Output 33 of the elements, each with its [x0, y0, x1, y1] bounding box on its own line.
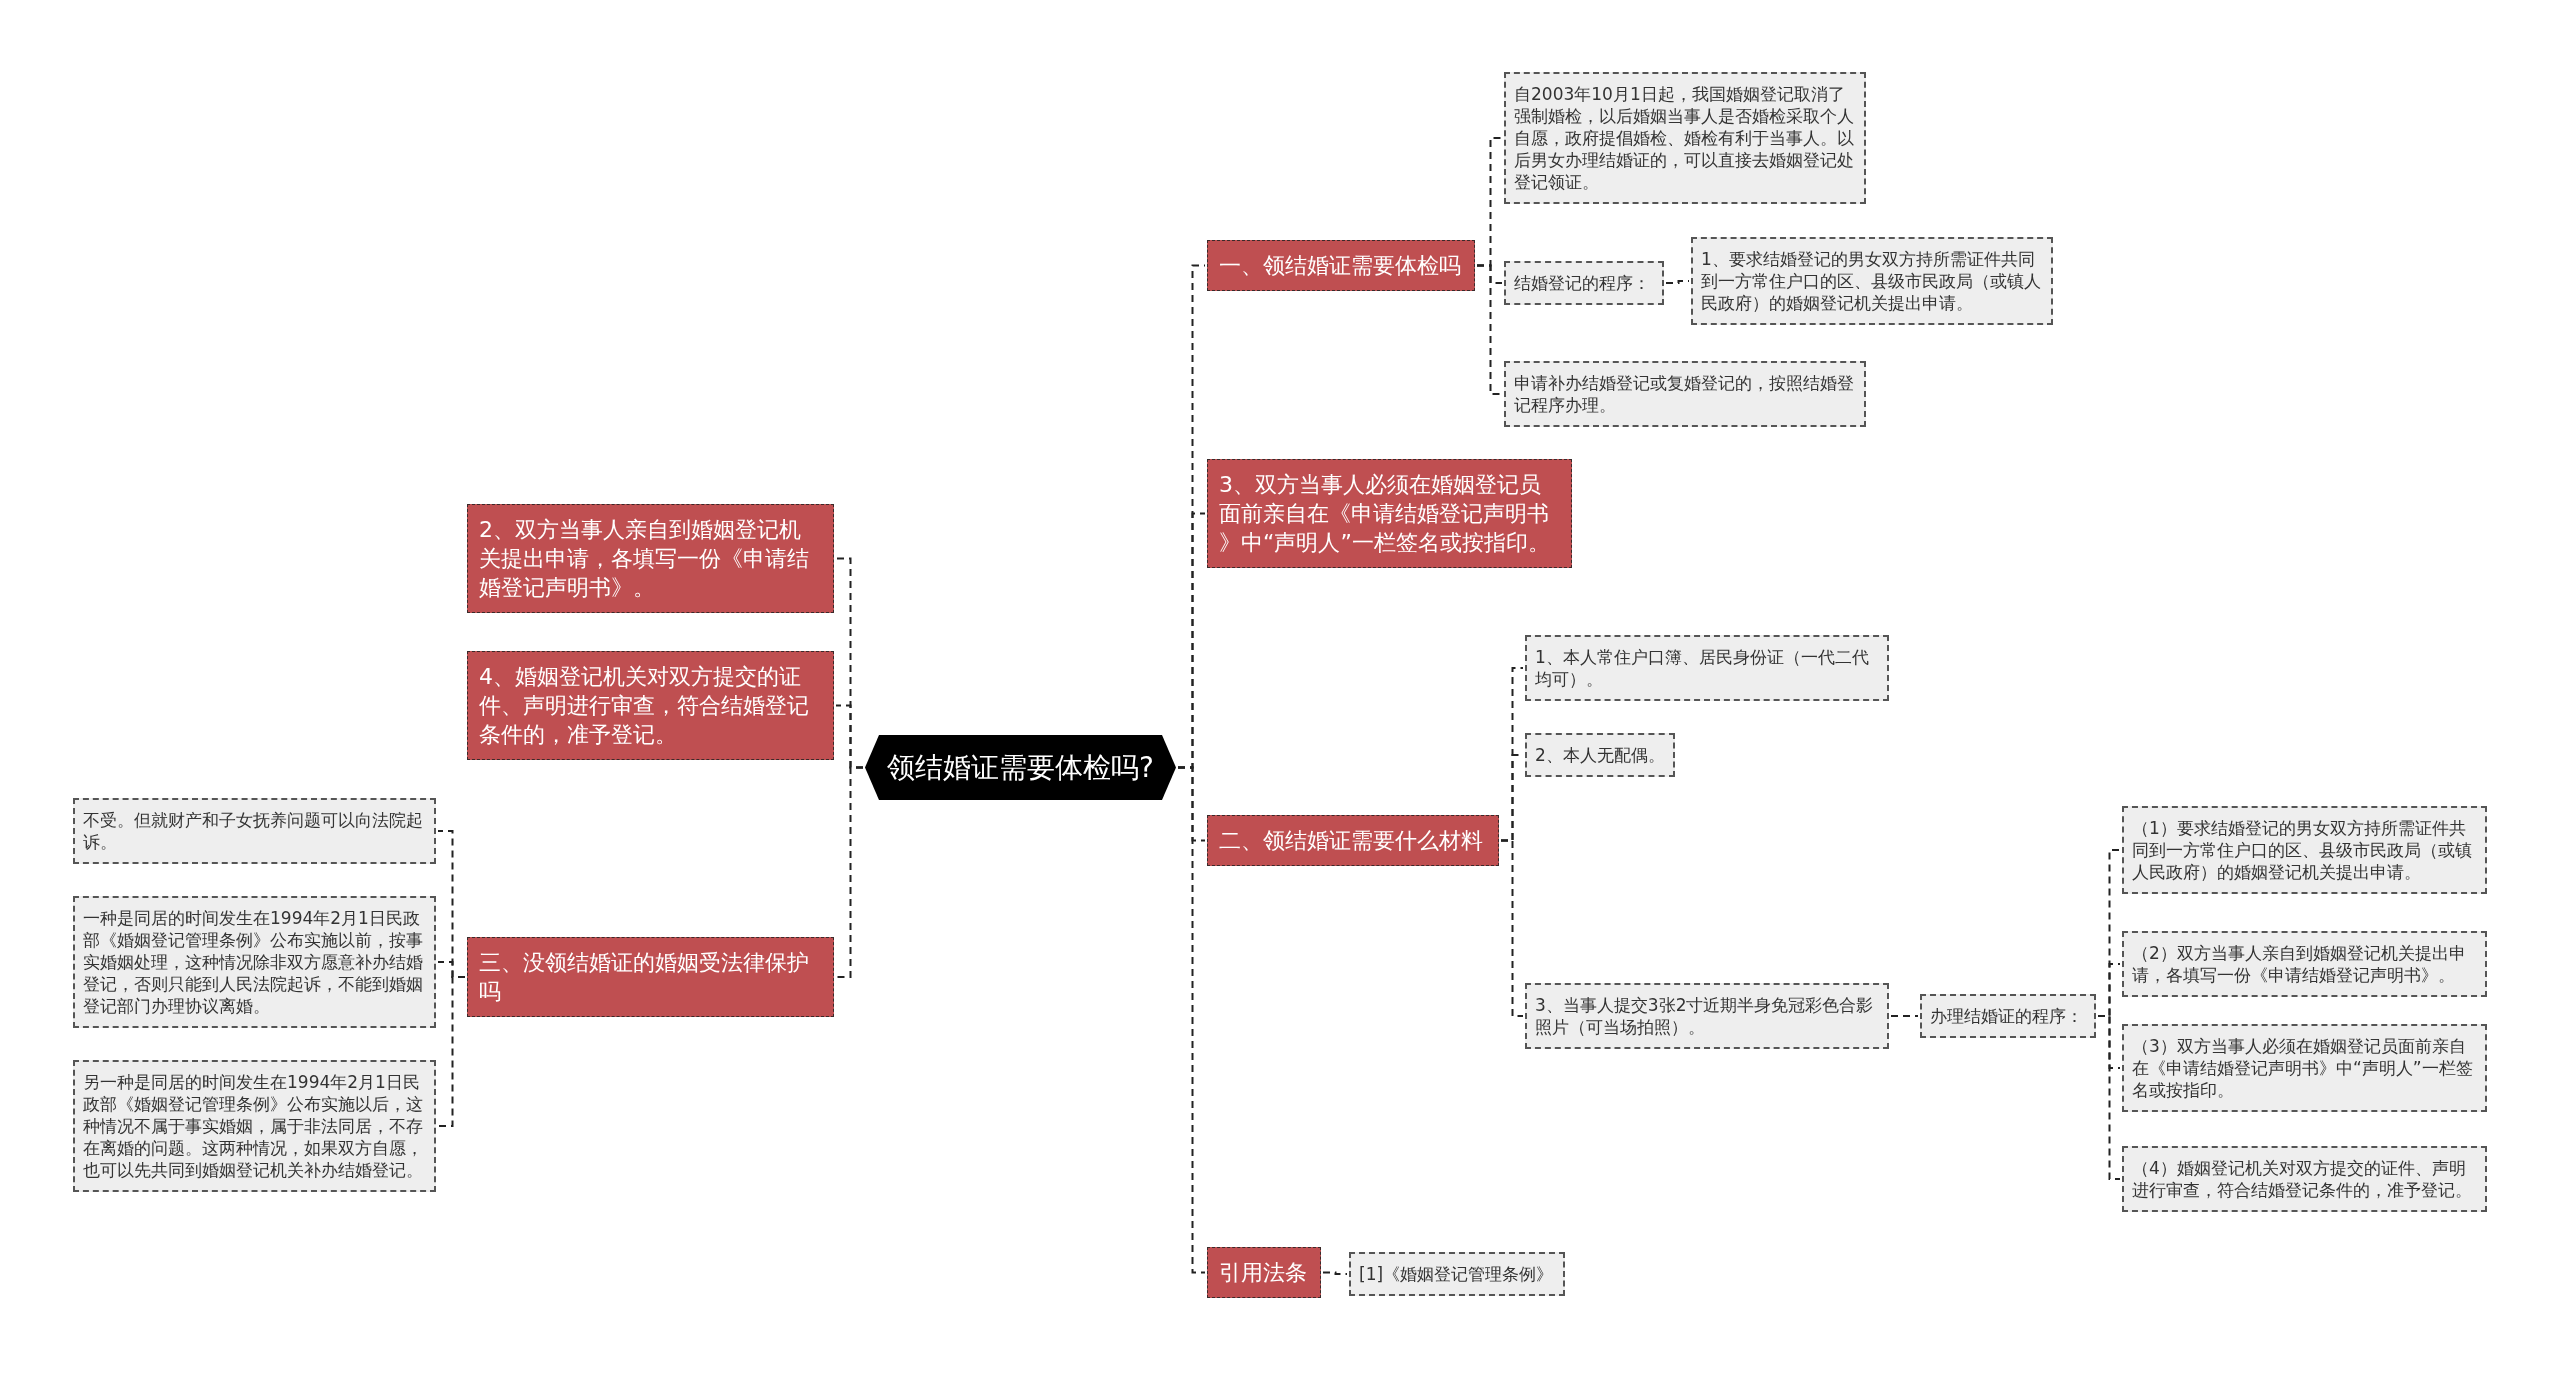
topic-box: 3、双方当事人必须在婚姻登记员面前亲自在《申请结婚登记声明书》中“声明人”一栏签名或按指印。	[1207, 459, 1572, 568]
connector	[1890, 1015, 1919, 1017]
topic-box: 二、领结婚证需要什么材料	[1207, 815, 1499, 866]
connector	[1177, 766, 1206, 1274]
note-box: [1]《婚姻登记管理条例》	[1349, 1252, 1565, 1296]
topic-box: 引用法条	[1207, 1247, 1321, 1298]
connector	[1476, 264, 1503, 395]
note-box: 申请补办结婚登记或复婚登记的，按照结婚登记程序办理。	[1504, 361, 1866, 427]
connector	[1500, 839, 1524, 1017]
note-box: （1）要求结婚登记的男女双方持所需证件共同到一方常住户口的区、县级市民政局（或镇人民政府）的婚姻登记机关提出申请。	[2122, 806, 2487, 894]
connector	[835, 766, 864, 978]
topic-box: 4、婚姻登记机关对双方提交的证件、声明进行审查，符合结婚登记条件的，准予登记。	[467, 651, 834, 760]
note-box: 结婚登记的程序：	[1504, 261, 1664, 305]
note-box: （2）双方当事人亲自到婚姻登记机关提出申请，各填写一份《申请结婚登记声明书》。	[2122, 931, 2487, 997]
connector	[1665, 280, 1690, 284]
note-box: 1、本人常住户口簿、居民身份证（一代二代均可）。	[1525, 635, 1889, 701]
central-topic: 领结婚证需要体检吗?	[865, 735, 1176, 800]
note-box: 2、本人无配偶。	[1525, 733, 1675, 777]
note-box: 另一种是同居的时间发生在1994年2月1日民政部《婚姻登记管理条例》公布实施以后，这种情况不属于事实婚姻，属于非法同居，不存在离婚的问题。这两种情况，如果双方自愿，也可以先共同到婚姻登记机关补办结婚登记。	[73, 1060, 436, 1192]
topic-box: 2、双方当事人亲自到婚姻登记机关提出申请，各填写一份《申请结婚登记声明书》。	[467, 504, 834, 613]
note-box: 1、要求结婚登记的男女双方持所需证件共同到一方常住户口的区、县级市民政局（或镇人民政府）的婚姻登记机关提出申请。	[1691, 237, 2053, 325]
note-box: 3、当事人提交3张2寸近期半身免冠彩色合影照片（可当场拍照）。	[1525, 983, 1889, 1049]
note-box: 不受。但就财产和子女抚养问题可以向法院起诉。	[73, 798, 436, 864]
note-box: 办理结婚证的程序：	[1920, 994, 2096, 1038]
connector	[2097, 1015, 2121, 1180]
note-box: 一种是同居的时间发生在1994年2月1日民政部《婚姻登记管理条例》公布实施以前，按事实婚姻处理，这种情况除非双方愿意补办结婚登记，否则只能到人民法院起诉，不能到婚姻登记部门办理协议离婚。	[73, 896, 436, 1028]
note-box: （4）婚姻登记机关对双方提交的证件、声明进行审查，符合结婚登记条件的，准予登记。	[2122, 1146, 2487, 1212]
connector	[1322, 1271, 1348, 1275]
connector	[437, 976, 466, 1127]
note-box: 自2003年10月1日起，我国婚姻登记取消了强制婚检，以后婚姻当事人是否婚检采取个人自愿，政府提倡婚检、婚检有利于当事人。以后男女办理结婚证的，可以直接去婚姻登记处登记领证。	[1504, 72, 1866, 204]
note-box: （3）双方当事人必须在婚姻登记员面前亲自在《申请结婚登记声明书》中“声明人”一栏签名或按指印。	[2122, 1024, 2487, 1112]
topic-box: 一、领结婚证需要体检吗	[1207, 240, 1475, 291]
topic-box: 三、没领结婚证的婚姻受法律保护吗	[467, 937, 834, 1017]
